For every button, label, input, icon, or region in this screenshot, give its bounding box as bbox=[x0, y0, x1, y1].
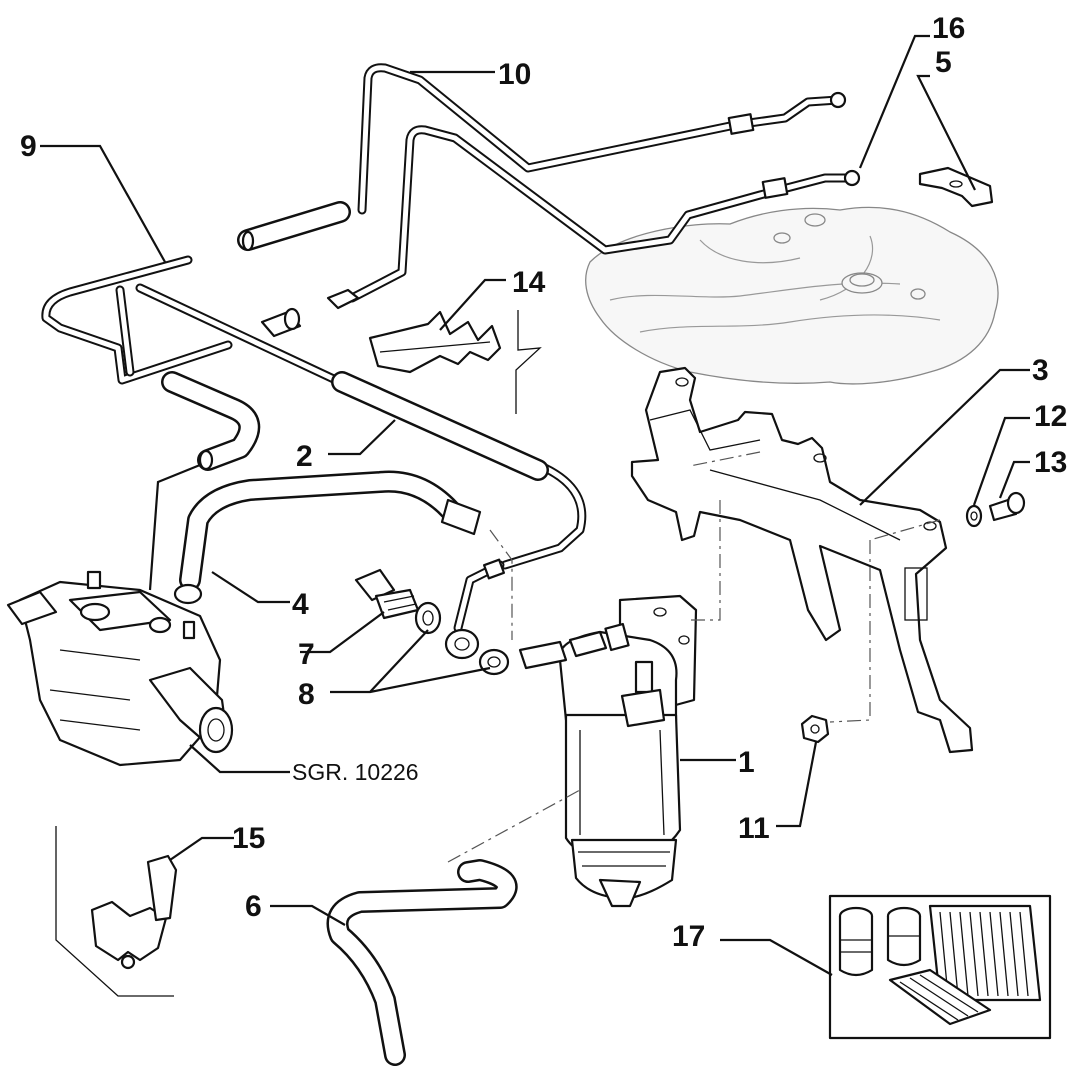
banjo-bolt-7 bbox=[354, 568, 420, 620]
callout-10: 10 bbox=[498, 58, 531, 91]
callout-6: 6 bbox=[245, 890, 262, 923]
callout-17: 17 bbox=[672, 920, 705, 953]
sealing-washers-8 bbox=[414, 601, 510, 676]
bracket-3 bbox=[630, 366, 974, 754]
fuel-line-9 bbox=[41, 255, 261, 471]
callout-labels: 1 2 3 4 5 6 7 8 9 10 11 12 13 14 15 16 1… bbox=[20, 12, 1067, 953]
fuel-tank-ghost bbox=[585, 206, 999, 385]
assembly-lines bbox=[447, 451, 941, 863]
callout-4: 4 bbox=[292, 588, 309, 621]
callout-9: 9 bbox=[20, 130, 37, 163]
clip-15 bbox=[55, 826, 178, 997]
callout-16: 16 bbox=[932, 12, 965, 45]
callout-13: 13 bbox=[1034, 446, 1067, 479]
washer-12 bbox=[965, 504, 983, 528]
bolt-13 bbox=[988, 491, 1026, 522]
leader-lines bbox=[40, 34, 1030, 976]
callout-2: 2 bbox=[296, 440, 313, 473]
fuel-line-10 bbox=[237, 63, 861, 338]
callout-11: 11 bbox=[738, 812, 770, 845]
filter-kit-17 bbox=[828, 894, 1052, 1040]
callout-5: 5 bbox=[935, 46, 952, 79]
hose-6 bbox=[326, 859, 518, 1066]
fuel-line-2 bbox=[135, 283, 587, 660]
callout-7: 7 bbox=[298, 638, 315, 671]
callout-12: 12 bbox=[1034, 400, 1067, 433]
callout-14: 14 bbox=[512, 266, 546, 299]
callout-1: 1 bbox=[738, 746, 755, 779]
clip-14 bbox=[368, 310, 542, 414]
reference-note-pump: SGR. 10226 bbox=[292, 759, 419, 785]
hose-4 bbox=[173, 470, 482, 605]
callout-15: 15 bbox=[232, 822, 265, 855]
fuel-filter-1 bbox=[518, 594, 698, 908]
nut-11 bbox=[800, 714, 830, 744]
clip-5 bbox=[918, 166, 994, 208]
callout-8: 8 bbox=[298, 678, 315, 711]
callout-3: 3 bbox=[1032, 354, 1049, 387]
injection-pump bbox=[6, 570, 234, 767]
